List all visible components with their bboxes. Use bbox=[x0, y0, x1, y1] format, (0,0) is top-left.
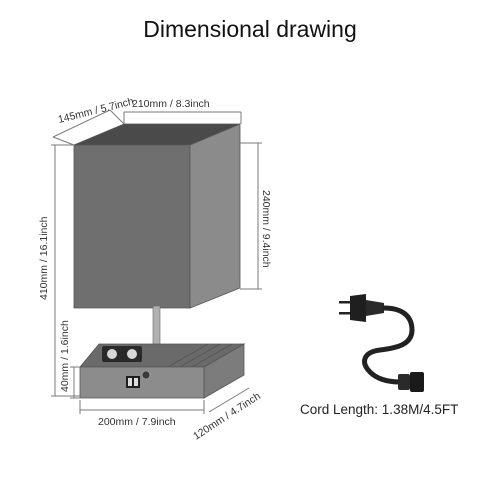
cord-cable bbox=[362, 305, 415, 385]
ac-outlet-right bbox=[127, 349, 137, 359]
shade-depth-label: 145mm / 5.7inch bbox=[57, 95, 135, 125]
plug-head bbox=[350, 294, 366, 322]
base-front bbox=[79, 366, 205, 399]
lamp-shade bbox=[73, 123, 241, 309]
plug-neck bbox=[366, 300, 384, 316]
base-width-label: 200mm / 7.9inch bbox=[98, 416, 176, 428]
shade-width-label: 210mm / 8.3inch bbox=[132, 98, 210, 110]
lamp-base bbox=[79, 343, 246, 399]
usb-port-slot bbox=[134, 378, 138, 386]
cord-length-caption: Cord Length: 1.38M/4.5FT bbox=[300, 402, 459, 417]
usb-port-slot bbox=[128, 378, 132, 386]
base-side bbox=[203, 343, 245, 399]
figure-title: Dimensional drawing bbox=[143, 16, 357, 42]
plug-prong bbox=[339, 312, 351, 315]
lamp-stem bbox=[152, 305, 161, 351]
dimension-lines bbox=[51, 109, 262, 414]
ac-outlet-left bbox=[107, 349, 117, 359]
phone-slot bbox=[179, 343, 221, 368]
shade-front-face bbox=[73, 144, 191, 309]
power-cord bbox=[339, 294, 424, 392]
cord-end-connector bbox=[398, 374, 410, 390]
cord-end-connector bbox=[410, 372, 424, 392]
touch-button bbox=[141, 370, 151, 380]
phone-slot bbox=[167, 343, 209, 368]
total-height-label: 410mm / 16.1inch bbox=[38, 216, 50, 300]
phone-slot bbox=[191, 343, 233, 368]
base-height-label: 40mm / 1.6inch bbox=[59, 320, 71, 392]
shade-height-label: 240mm / 9.4inch bbox=[260, 190, 272, 268]
plug-prong bbox=[339, 301, 351, 304]
shade-side-face bbox=[189, 123, 241, 309]
